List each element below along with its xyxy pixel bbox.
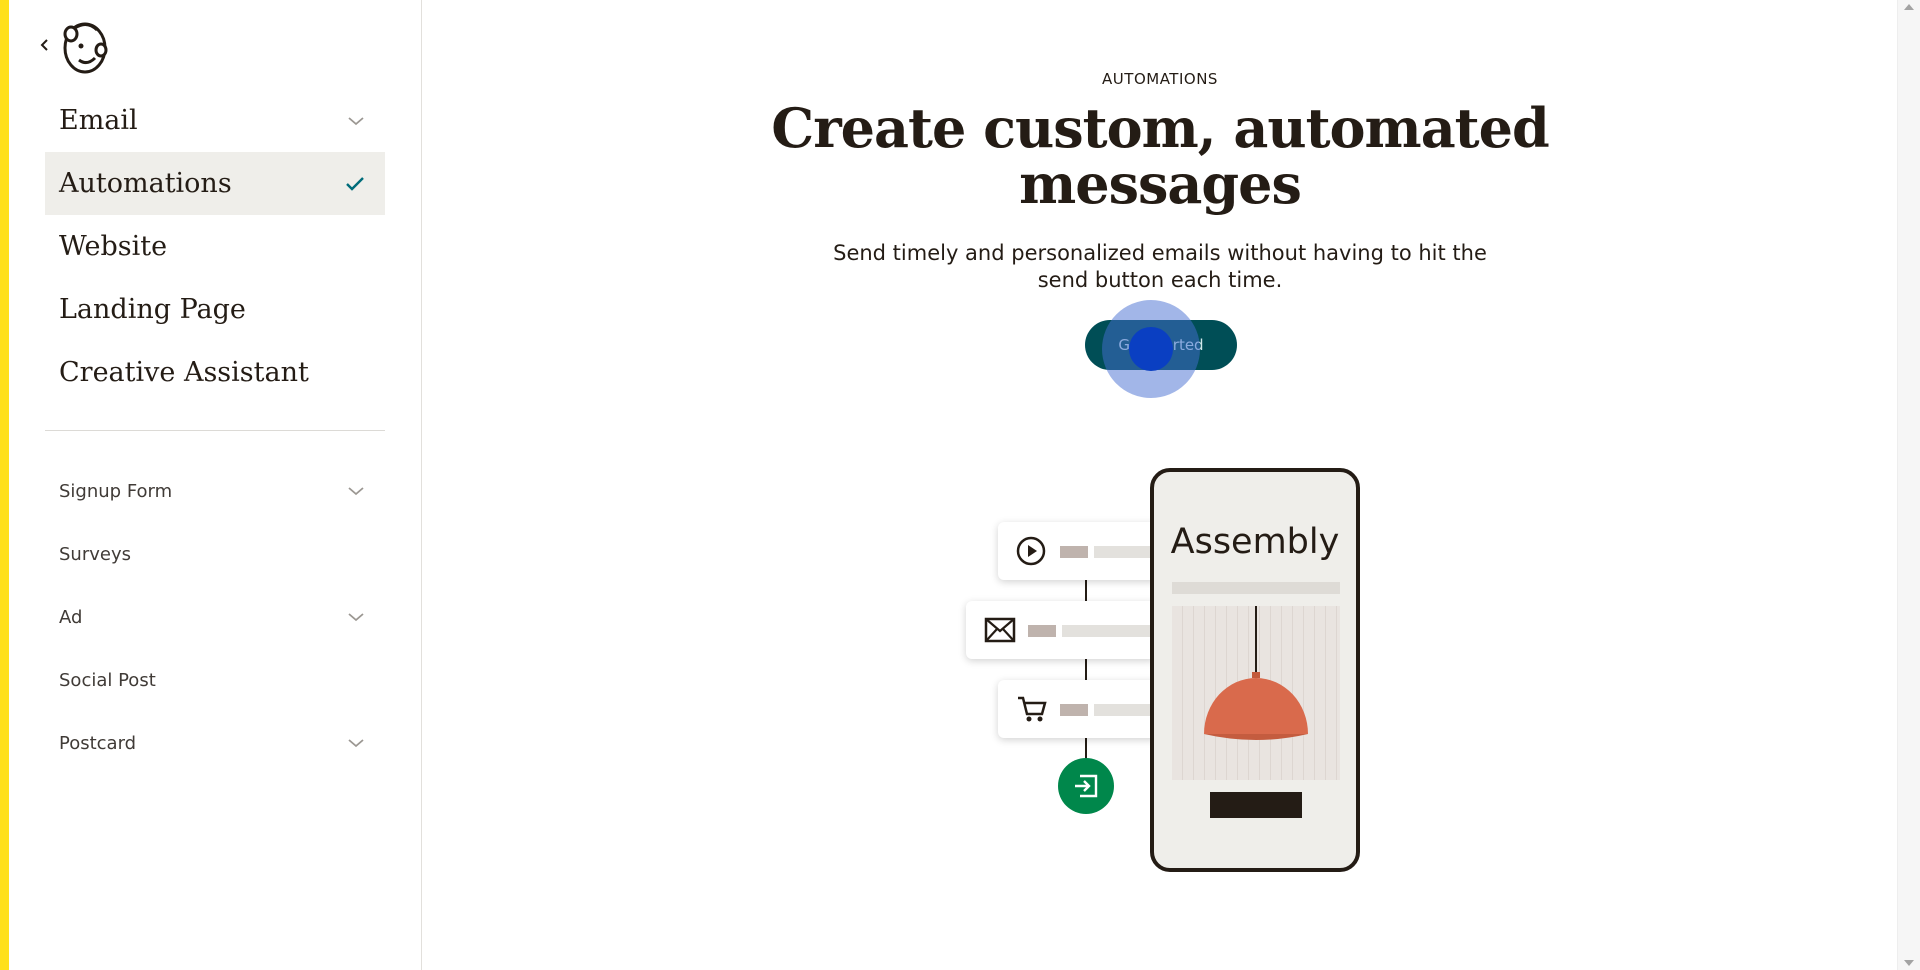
placeholder-bar	[1172, 582, 1340, 594]
cart-icon	[1018, 696, 1047, 722]
sign-in-node	[1058, 758, 1114, 814]
nav-item-label: Automations	[59, 168, 232, 199]
play-icon	[1016, 536, 1046, 566]
nav-item-email[interactable]: Email	[45, 89, 385, 152]
envelope-icon	[984, 617, 1016, 643]
connector-line	[1085, 580, 1087, 760]
nav-item-automations[interactable]: Automations	[45, 152, 385, 215]
page-description: Send timely and personalized emails with…	[833, 241, 1487, 292]
nav-item-label: Creative Assistant	[59, 357, 309, 388]
brand-accent-bar	[0, 0, 9, 970]
trigger-card-cart	[998, 680, 1158, 738]
nav-item-ad[interactable]: Ad	[45, 592, 385, 642]
phone-mockup: Assembly	[1150, 468, 1360, 872]
placeholder-bar	[1094, 704, 1154, 716]
chevron-left-icon	[40, 39, 48, 51]
nav-item-social-post[interactable]: Social Post	[45, 655, 385, 705]
nav-item-label: Website	[59, 231, 168, 262]
placeholder-bar	[1060, 704, 1088, 716]
lamp-image	[1172, 606, 1340, 780]
back-button[interactable]	[27, 30, 63, 60]
nav-item-website[interactable]: Website	[45, 215, 385, 278]
placeholder-bar	[1060, 546, 1088, 558]
nav-item-label: Landing Page	[59, 294, 246, 325]
chevron-down-icon	[348, 739, 364, 748]
nav-item-postcard[interactable]: Postcard	[45, 718, 385, 768]
pendant-lamp-illustration	[1204, 606, 1308, 740]
placeholder-bar	[1028, 625, 1056, 637]
phone-title: Assembly	[1170, 522, 1340, 562]
scroll-down-icon[interactable]	[1904, 960, 1914, 966]
phone-button	[1210, 792, 1302, 818]
chevron-down-icon	[348, 487, 364, 496]
mailchimp-logo	[63, 22, 108, 74]
placeholder-bar	[1094, 546, 1154, 558]
sidebar: Email Automations Website Landing Page C…	[9, 0, 422, 970]
placeholder-bar	[1062, 625, 1152, 637]
nav-item-label: Social Post	[59, 669, 156, 691]
get-started-button[interactable]: Get started	[1085, 320, 1237, 370]
nav-item-label: Ad	[59, 606, 83, 628]
nav-item-label: Surveys	[59, 543, 131, 565]
sidebar-divider	[45, 430, 385, 431]
chevron-down-icon	[348, 613, 364, 622]
nav-item-signup-form[interactable]: Signup Form	[45, 466, 385, 516]
trigger-card-play	[998, 522, 1158, 580]
trigger-card-email	[966, 601, 1156, 659]
page-title: Create custom, automated messages	[771, 96, 1550, 216]
nav-item-creative-assistant[interactable]: Creative Assistant	[45, 341, 385, 404]
checkmark-icon	[346, 176, 364, 191]
chevron-down-icon	[348, 116, 364, 125]
nav-item-label: Postcard	[59, 732, 137, 754]
nav-item-surveys[interactable]: Surveys	[45, 529, 385, 579]
nav-item-label: Signup Form	[59, 480, 173, 502]
page-scrollbar[interactable]	[1897, 0, 1920, 970]
nav-item-landing-page[interactable]: Landing Page	[45, 278, 385, 341]
nav-item-label: Email	[59, 105, 138, 136]
sign-in-icon	[1075, 774, 1098, 798]
section-eyebrow: AUTOMATIONS	[1102, 70, 1218, 88]
main-content: AUTOMATIONS Create custom, automated mes…	[422, 0, 1898, 970]
scroll-up-icon[interactable]	[1904, 4, 1914, 10]
